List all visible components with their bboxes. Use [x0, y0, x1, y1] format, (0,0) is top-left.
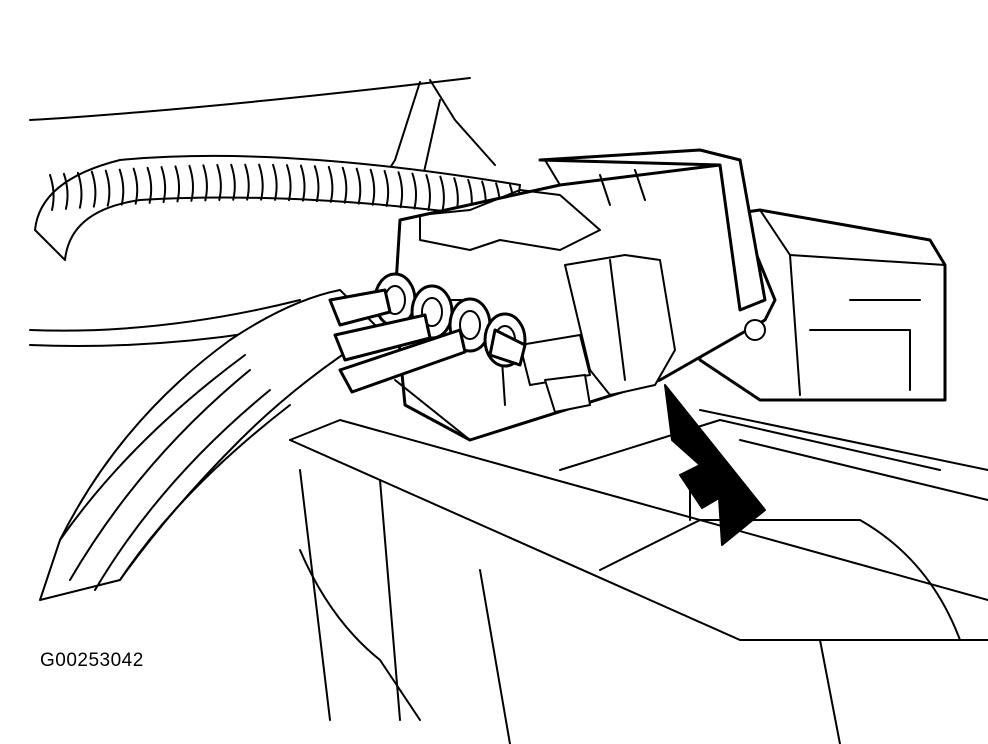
conduit-rib	[440, 177, 444, 212]
conduit-rib	[203, 165, 207, 200]
conduit-rib	[301, 166, 305, 201]
conduit-rib	[385, 171, 389, 206]
lower-housing	[290, 410, 988, 744]
conduit-rib	[357, 169, 361, 204]
indicator-arrow	[665, 385, 765, 545]
conduit-rib	[134, 169, 138, 204]
conduit-rib	[371, 170, 375, 205]
harness-sheath	[40, 290, 380, 600]
conduit-rib	[398, 172, 402, 207]
conduit-rib	[231, 165, 235, 200]
conduit-rib	[329, 167, 333, 202]
conduit-rib	[273, 165, 277, 200]
conduit-rib	[162, 167, 166, 202]
conduit-rib	[343, 168, 347, 203]
conduit-rib	[148, 168, 152, 203]
conduit-rib	[217, 165, 221, 200]
conduit-rib	[78, 173, 82, 208]
conduit-rib	[50, 175, 54, 210]
conduit-rib	[245, 165, 249, 200]
conduit-rib	[426, 175, 430, 210]
connector-wires	[330, 290, 525, 392]
conduit-rib	[64, 174, 68, 209]
conduit-rib	[189, 166, 193, 201]
conduit-rib	[412, 174, 416, 209]
conduit-rib	[259, 165, 263, 200]
figure-id-label: G00253042	[40, 650, 144, 671]
conduit-rib	[92, 172, 96, 207]
conduit-rib	[175, 166, 179, 201]
conduit-rib	[315, 166, 319, 201]
corrugated-conduit	[35, 156, 520, 260]
background-body-lines	[30, 78, 495, 346]
conduit-rib	[106, 171, 110, 206]
conduit-rib	[120, 170, 124, 205]
conduit-rib	[287, 165, 291, 200]
